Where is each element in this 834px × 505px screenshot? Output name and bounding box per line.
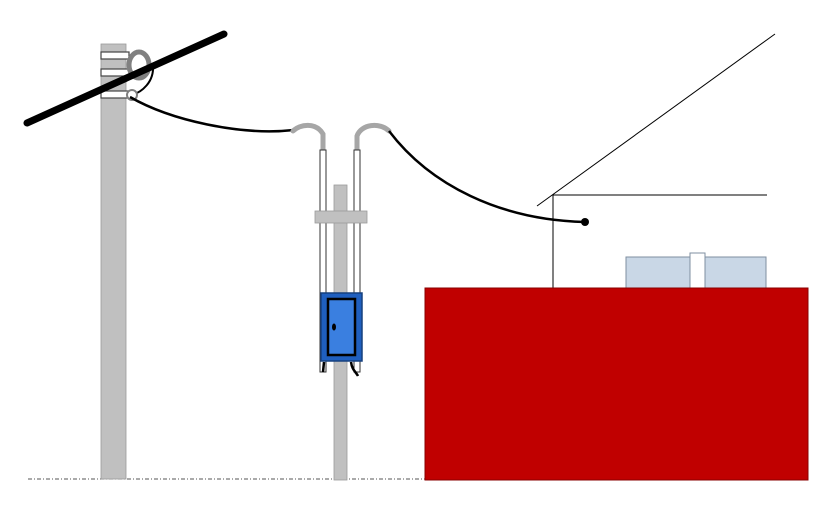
window-divider xyxy=(689,252,706,290)
service-wire-to-building xyxy=(388,130,586,224)
pole-insulator-bottom xyxy=(100,90,130,99)
meter-box-door-handle xyxy=(332,323,336,331)
roof-windows xyxy=(625,252,767,290)
conduit-right xyxy=(353,149,361,373)
wire-sleeve-left xyxy=(290,122,326,153)
pole-insulator-middle xyxy=(100,68,130,77)
meter-post xyxy=(314,149,368,481)
building-container xyxy=(424,287,809,481)
house-roof-line xyxy=(536,33,776,207)
wire-sleeve-right xyxy=(354,122,392,153)
service-drop-wire-left xyxy=(129,95,295,133)
cable-exit-left xyxy=(321,361,326,373)
building-entry-point xyxy=(581,218,589,226)
overhead-power-line xyxy=(23,30,228,127)
utility-pole-body xyxy=(100,43,127,480)
window-left xyxy=(625,256,691,290)
cable-exit-right xyxy=(349,361,360,377)
house-outline xyxy=(536,33,776,288)
meter-post-crossarm xyxy=(314,210,368,224)
window-right xyxy=(704,256,767,290)
utility-pole xyxy=(23,30,228,480)
meter-box-door xyxy=(326,297,357,357)
tap-connector xyxy=(126,89,138,101)
pole-insulator-top xyxy=(100,51,130,60)
